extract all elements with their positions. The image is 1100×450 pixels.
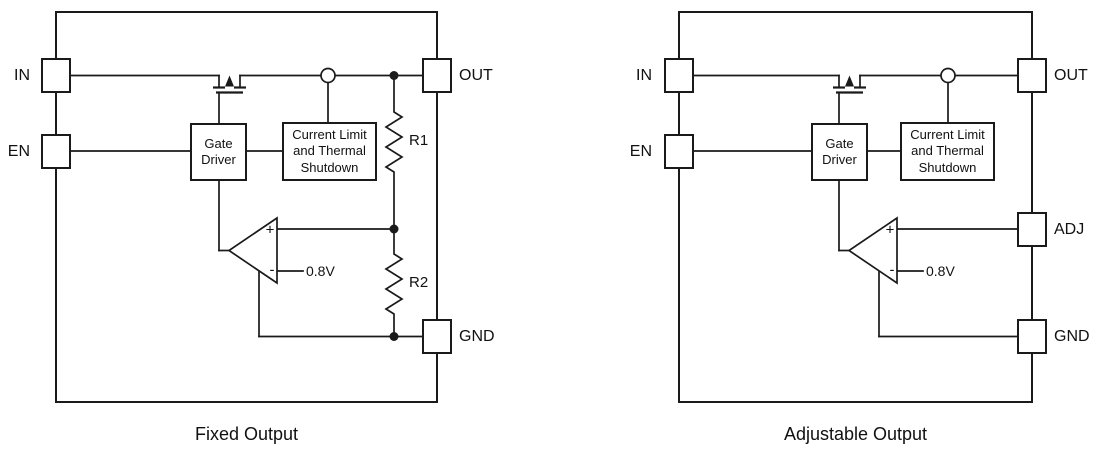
error-amp-icon	[847, 216, 898, 285]
current-limit-text-line3: Shutdown	[918, 159, 977, 175]
r2-resistor-label: R2	[409, 273, 429, 291]
mosfet-arrow-icon	[845, 75, 854, 87]
current-sense-circle-icon	[940, 67, 956, 84]
r1-resistor-label: R1	[409, 131, 429, 149]
mosfet-arrow-icon	[225, 75, 234, 87]
current-limit-text-line2: and Thermal	[293, 143, 366, 159]
error-amp-icon	[227, 216, 278, 285]
fixed-gate-driver-block: Gate Driver	[190, 123, 247, 181]
gate-driver-text-line1: Gate	[825, 135, 854, 151]
fixed-chip-outline	[55, 11, 438, 403]
fixed-pin-label-out: OUT	[459, 66, 493, 84]
fixed-pin-label-gnd: GND	[459, 327, 495, 345]
current-limit-text-line1: Current Limit	[292, 126, 367, 142]
fixed-pin-box-en	[41, 134, 71, 169]
adjustable-pin-box-adj	[1017, 212, 1047, 247]
adjustable-chip-outline	[678, 11, 1033, 403]
opamp-plus-sign: +	[265, 221, 275, 238]
adjustable-pin-label-adj: ADJ	[1054, 220, 1085, 238]
adjustable-pin-label-in: IN	[636, 66, 652, 84]
adjustable-current-limit-block: Current Limit and Thermal Shutdown	[900, 122, 995, 181]
gate-driver-text-line2: Driver	[201, 152, 236, 167]
opamp-minus-sign: -	[269, 261, 275, 279]
fixed-diagram	[41, 11, 452, 403]
fixed-caption: Fixed Output	[194, 424, 299, 444]
opamp-plus-sign: +	[885, 221, 895, 238]
gate-driver-text-line1: Gate	[204, 135, 233, 151]
adjustable-gate-driver-block: Gate Driver	[811, 123, 868, 181]
fixed-current-limit-block: Current Limit and Thermal Shutdown	[282, 122, 377, 181]
r2-resistor-icon	[384, 228, 404, 338]
adjustable-caption: Adjustable Output	[783, 424, 928, 444]
current-limit-text-line2: and Thermal	[911, 143, 984, 159]
fixed-pin-label-in: IN	[14, 66, 30, 84]
adjustable-pin-label-gnd: GND	[1054, 327, 1090, 345]
fixed-pin-box-in	[41, 58, 71, 93]
adjustable-pin-label-en: EN	[629, 142, 652, 160]
mosfet-icon	[213, 74, 246, 124]
r1-resistor-icon	[384, 74, 404, 230]
adjustable-pin-box-in	[664, 58, 694, 93]
junction-dot	[389, 332, 399, 341]
adjustable-pin-box-gnd	[1017, 319, 1047, 354]
current-limit-text-line3: Shutdown	[300, 159, 359, 175]
fixed-pin-box-out	[422, 58, 452, 93]
current-sense-circle-icon	[320, 67, 336, 84]
junction-dot	[389, 224, 399, 234]
adjustable-pin-label-out: OUT	[1054, 66, 1088, 84]
fixed-reference-voltage-label: 0.8V	[306, 263, 335, 279]
junction-dot	[389, 71, 399, 80]
adjustable-diagram	[664, 11, 1047, 403]
adjustable-pin-box-en	[664, 134, 694, 169]
gate-driver-text-line2: Driver	[822, 152, 857, 167]
fixed-pin-box-gnd	[422, 319, 452, 354]
mosfet-icon	[833, 74, 866, 124]
adjustable-pin-box-out	[1017, 58, 1047, 93]
current-limit-text-line1: Current Limit	[910, 126, 985, 142]
adjustable-reference-voltage-label: 0.8V	[926, 263, 955, 279]
opamp-minus-sign: -	[889, 261, 895, 279]
fixed-pin-label-en: EN	[7, 142, 30, 160]
